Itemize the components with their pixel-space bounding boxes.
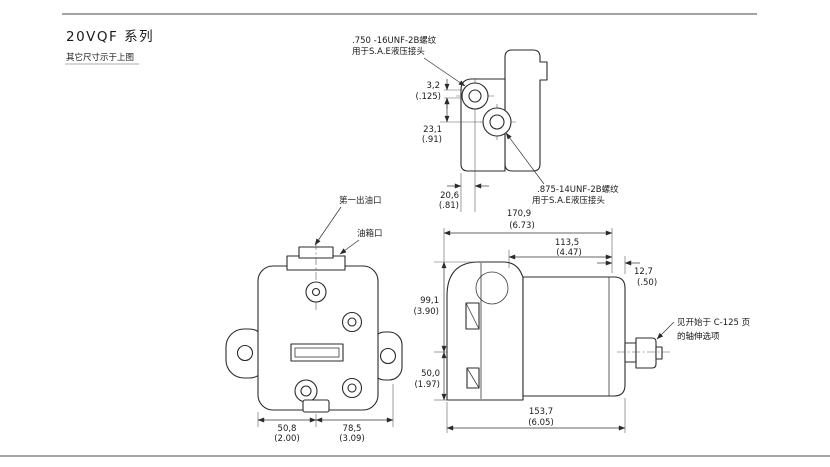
dim-99-1-in: (3.90) — [413, 307, 439, 317]
dim-20-6-mm: 20,6 — [440, 191, 459, 201]
dim-12-7-mm: 12,7 — [634, 267, 653, 277]
dim-50-0-mm: 50,0 — [421, 369, 440, 379]
dim-50-8-mm: 50,8 — [278, 424, 297, 434]
dim-153-7-in: (6.05) — [528, 418, 554, 428]
lower-thread-callout: .875-14UNF-2B螺纹 用于S.A.E液压接头 — [505, 132, 619, 206]
dim-3-2: 3,2 (.125) — [415, 79, 463, 109]
dim-12-7-in: (.50) — [637, 278, 657, 288]
front-view: 第一出油口 油箱口 50,8 (2.00) 78,5 (3.09) — [225, 195, 403, 444]
top-bolt-hole — [311, 287, 321, 297]
upper-right-boss — [341, 311, 363, 333]
lower-left-boss — [294, 379, 318, 403]
first-outlet-leader — [314, 206, 342, 246]
dim-78-5-mm: 78,5 — [343, 424, 362, 434]
lower-left-hole — [300, 385, 312, 397]
dim-23-1-in: (.91) — [422, 135, 442, 145]
dim-50-8: 50,8 (2.00) — [257, 412, 317, 444]
dim-50-8-in: (2.00) — [274, 434, 300, 444]
left-mounting-hole — [236, 344, 254, 362]
shaft-option-leader — [656, 321, 675, 340]
upper-port-boss — [461, 82, 489, 110]
upper-thread-label-line2: 用于S.A.E液压接头 — [352, 46, 425, 57]
shaft-end — [635, 337, 657, 369]
dim-113-5-in: (4.47) — [556, 248, 582, 258]
dim-23-1: 23,1 (.91) — [422, 97, 481, 145]
plug-lower-hatch — [466, 367, 480, 389]
upper-thread-callout: .750 -16UNF-2B螺纹 用于S.A.E液压接头 — [352, 35, 466, 87]
dim-99-1-mm: 99,1 — [420, 296, 439, 306]
first-outlet-callout: 第一出油口 — [314, 195, 382, 246]
dim-20-6: 20,6 (.81) — [439, 114, 489, 212]
port-block-profile — [504, 49, 548, 172]
shaft-option-callout: 见开始于 C-125 页 的轴伸选项 — [656, 317, 750, 342]
dim-23-1-mm: 23,1 — [423, 125, 442, 135]
right-mounting-hole — [379, 347, 397, 365]
shaft-neck — [624, 342, 637, 363]
port-detail-view: 3,2 (.125) 23,1 (.91) 20,6 (.81) .750 -1… — [352, 35, 619, 212]
tank-port-leader — [339, 239, 360, 255]
page-title: 20VQF 系列 — [66, 29, 154, 45]
dim-50-0: 50,0 (1.97) — [414, 351, 447, 401]
dim-20-6-in: (.81) — [439, 201, 459, 211]
upper-thread-label-line1: .750 -16UNF-2B螺纹 — [352, 35, 437, 46]
lower-right-boss — [341, 377, 363, 399]
lower-thread-leader — [505, 132, 545, 185]
shaft-tip — [655, 346, 663, 360]
top-bolt-boss — [305, 281, 327, 303]
dim-12-7: 12,7 (.50) — [597, 256, 657, 288]
label-tank-port: 油箱口 — [357, 228, 383, 239]
lower-port-boss — [482, 107, 512, 137]
bottom-foot — [302, 399, 330, 413]
dim-170-9: 170,9 (6.73) — [443, 209, 613, 273]
dim-113-5-mm: 113,5 — [555, 238, 579, 248]
port-housing-side — [446, 261, 524, 401]
dim-78-5: 78,5 (3.09) — [315, 384, 394, 444]
plug-upper-hatch — [465, 302, 480, 330]
dim-78-5-in: (3.09) — [339, 434, 365, 444]
upper-thread-leader — [423, 57, 466, 87]
port-boss-arc — [475, 271, 509, 305]
dim-50-0-in: (1.97) — [414, 380, 440, 390]
page-subtitle: 其它尺寸示于上图 — [66, 52, 134, 63]
dim-3-2-in: (.125) — [415, 92, 441, 102]
dim-3-2-mm: 3,2 — [426, 81, 440, 91]
tank-port-callout: 油箱口 — [339, 228, 383, 255]
side-view: 170,9 (6.73) 113,5 (4.47) 12,7 (.50) 99,… — [413, 209, 750, 433]
nameplate-inner — [294, 347, 340, 358]
dim-153-7-mm: 153,7 — [529, 407, 553, 417]
note-shaft-line2: 的轴伸选项 — [677, 331, 720, 342]
dim-153-7: 153,7 (6.05) — [446, 398, 626, 433]
note-shaft-line1: 见开始于 C-125 页 — [677, 317, 750, 328]
upper-right-hole — [347, 317, 357, 327]
dim-170-9-in: (6.73) — [509, 221, 535, 231]
lower-port-bore — [489, 114, 505, 130]
lower-thread-label-line2: 用于S.A.E液压接头 — [532, 195, 605, 206]
lower-right-hole — [347, 383, 357, 393]
dim-113-5: 113,5 (4.47) — [508, 238, 613, 268]
nameplate-slot — [290, 343, 344, 362]
lower-thread-label-line1: .875-14UNF-2B螺纹 — [537, 184, 619, 195]
dim-170-9-mm: 170,9 — [507, 209, 531, 219]
upper-port-bore — [468, 89, 482, 103]
dim-99-1: 99,1 (3.90) — [413, 261, 477, 353]
pump-body-side — [522, 276, 626, 397]
label-first-outlet: 第一出油口 — [339, 195, 382, 206]
